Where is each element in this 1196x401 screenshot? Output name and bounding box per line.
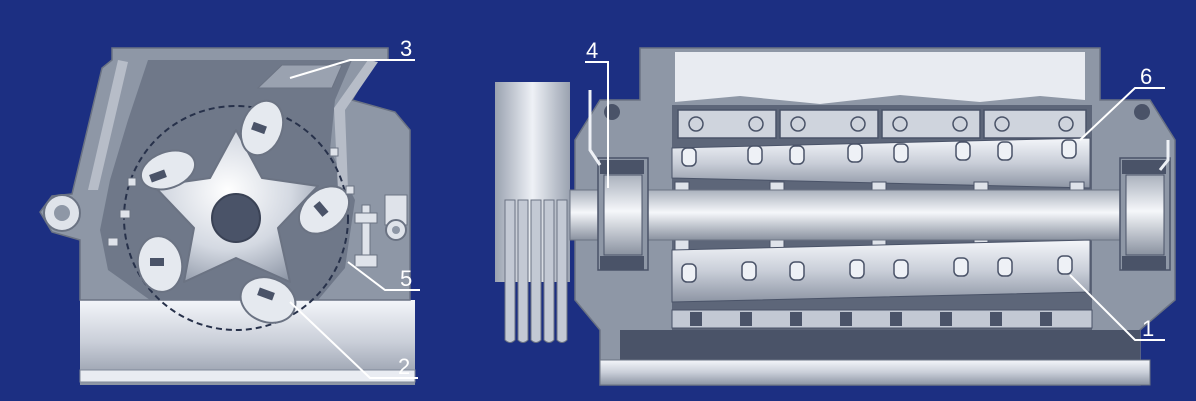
leader-3 — [289, 59, 415, 79]
bottom-grate — [671, 309, 1093, 329]
lower-hammers — [681, 255, 1073, 283]
housing-top-cutaway — [675, 52, 1085, 104]
hammers — [136, 99, 351, 324]
lifting-eye-left — [604, 104, 620, 120]
hinge-hole-left — [54, 205, 70, 221]
upper-hammer-row — [671, 137, 1091, 189]
bolt-nut-bottom — [354, 254, 378, 268]
callouts — [289, 59, 1165, 379]
liner-bolt-holes — [688, 116, 1074, 132]
bearing-left — [597, 157, 649, 271]
right-wall-plate — [334, 60, 378, 190]
pulley-grooves — [504, 199, 568, 343]
leader-5 — [347, 261, 420, 291]
leader-6 — [1079, 87, 1165, 141]
leader-2 — [289, 301, 418, 379]
feed-inlet-plate — [256, 64, 343, 89]
callout-labels: 3 5 2 4 6 1 — [398, 36, 1154, 379]
callout-4: 4 — [586, 38, 598, 63]
lower-hammer-row — [671, 239, 1091, 303]
grate-bars — [690, 312, 1052, 326]
base-frame-right — [620, 330, 1140, 360]
callout-2: 2 — [398, 354, 410, 379]
rotor-assembly — [136, 99, 351, 324]
leader-1 — [1069, 274, 1165, 341]
lifting-eye-right — [1134, 104, 1150, 120]
callout-1: 1 — [1142, 316, 1154, 341]
cross-section-view — [39, 47, 416, 385]
hammer-pins — [149, 121, 329, 301]
leader-4 — [585, 61, 609, 188]
bolt-nut-top — [354, 212, 378, 224]
callout-6: 6 — [1140, 64, 1152, 89]
main-shaft — [569, 189, 1171, 241]
callout-5: 5 — [400, 266, 412, 291]
liner-clips — [107, 147, 355, 247]
callout-3: 3 — [400, 36, 412, 61]
longitudinal-view — [495, 47, 1176, 386]
base-bottom-strip-left — [79, 369, 416, 383]
base-plate-right — [599, 359, 1151, 386]
rotor-shaft-hole — [211, 193, 261, 243]
left-wall-plate — [88, 60, 128, 190]
upper-hammers — [681, 139, 1077, 167]
grease-line-left — [588, 90, 602, 166]
adjusting-bolt-assembly — [354, 194, 408, 268]
grease-line-right — [1158, 140, 1170, 171]
bearing-right — [1119, 157, 1171, 271]
hammer-3 — [239, 276, 297, 324]
top-liner-blocks — [677, 109, 1087, 139]
